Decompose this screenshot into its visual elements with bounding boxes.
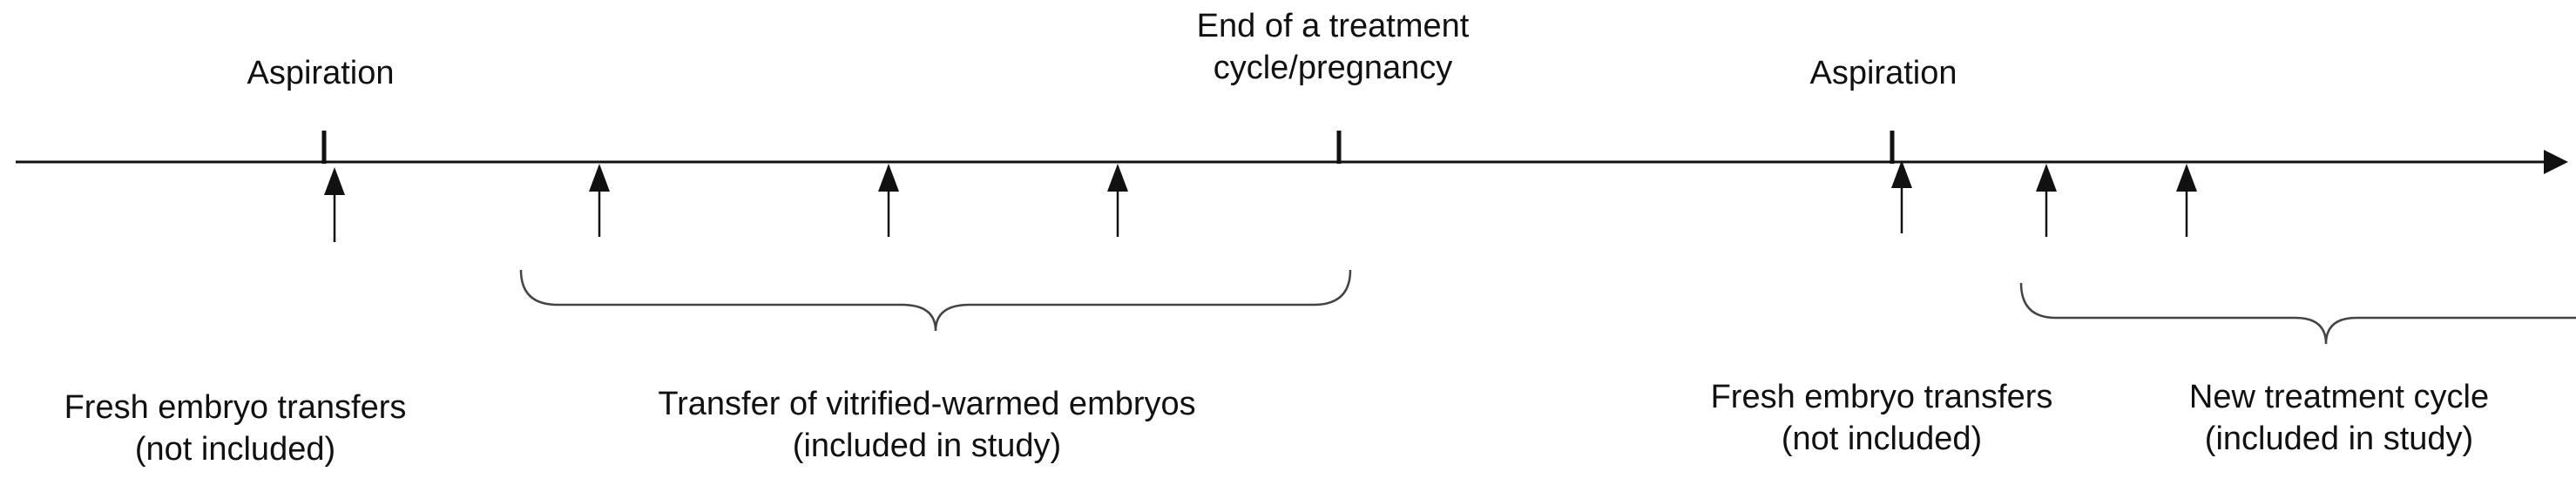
- fresh-transfers-label-1: Fresh embryo transfers (not included): [64, 389, 407, 468]
- new-treatment-cycle-label: New treatment cycle (included in study): [2188, 379, 2490, 457]
- new-cycle-brace: [2019, 282, 2576, 345]
- timeline-arrowhead: [2544, 150, 2568, 174]
- vitrified-transfers-brace: [519, 269, 1352, 332]
- end-of-cycle-label: End of a treatment cycle/pregnancy: [1196, 8, 1470, 86]
- aspiration-label-2: Aspiration: [1809, 55, 1957, 91]
- vitrified-transfer-arrow-2: [878, 164, 899, 237]
- aspiration-label-1: Aspiration: [247, 55, 395, 91]
- new-cycle-arrow-2: [2176, 164, 2197, 237]
- fresh-transfers-label-2: Fresh embryo transfers (not included): [1710, 379, 2053, 457]
- vitrified-transfer-arrow-3: [1107, 164, 1128, 237]
- new-cycle-arrow-1: [2036, 164, 2057, 237]
- vitrified-transfers-label: Transfer of vitrified-warmed embryos (in…: [658, 386, 1196, 464]
- fresh-transfer-arrow-2: [1891, 160, 1912, 233]
- fresh-transfer-arrow-1: [324, 167, 345, 242]
- vitrified-transfer-arrow-1: [589, 164, 610, 237]
